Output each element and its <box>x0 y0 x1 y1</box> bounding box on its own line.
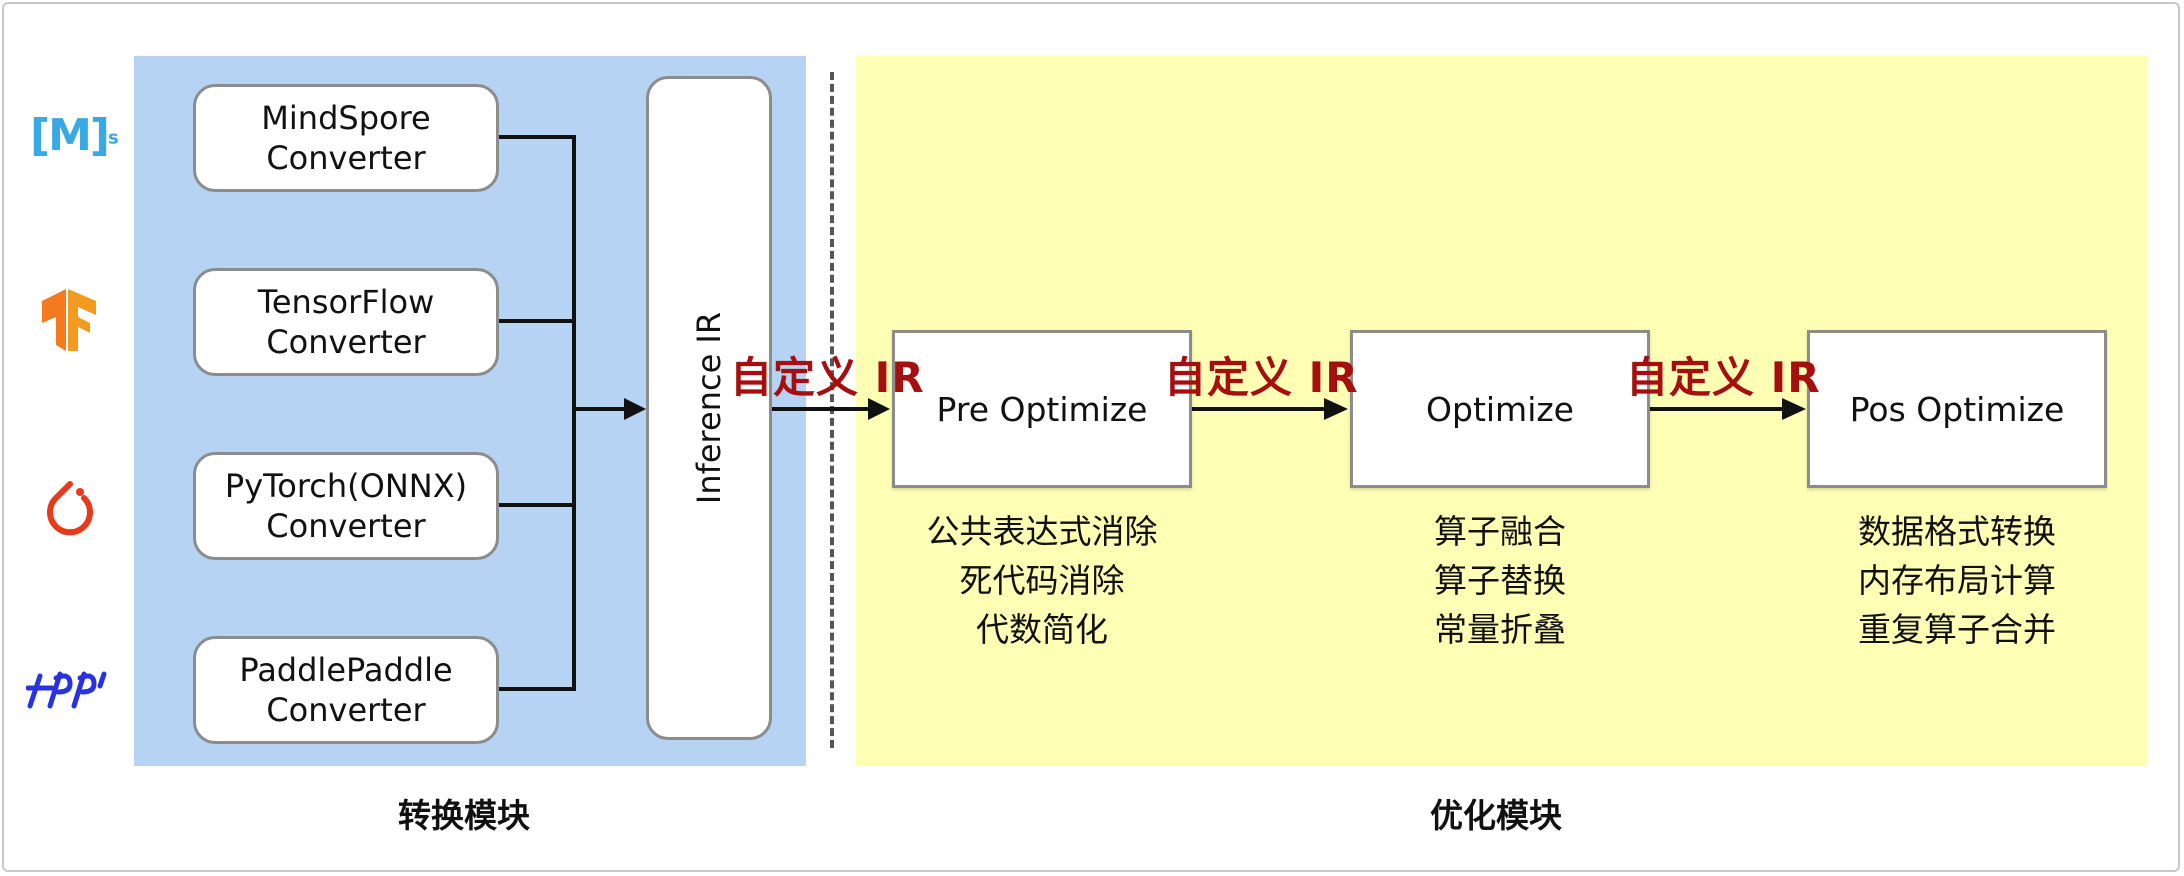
pos-optimize-item: 内存布局计算 <box>1858 561 2056 600</box>
optimize-item: 算子替换 <box>1434 561 1566 600</box>
optimize-box: Optimize <box>1350 330 1650 488</box>
pre-optimize-item: 公共表达式消除 <box>926 512 1158 551</box>
pre-optimize-box: Pre Optimize <box>892 330 1192 488</box>
paddlepaddle-logo-icon <box>25 662 116 716</box>
pos-optimize-item: 数据格式转换 <box>1858 512 2056 551</box>
pos-optimize-items: 数据格式转换 内存布局计算 重复算子合并 <box>1807 507 2107 654</box>
pre-optimize-items: 公共表达式消除 死代码消除 代数简化 <box>892 507 1192 654</box>
pytorch-converter-box: PyTorch(ONNX) Converter <box>193 452 499 560</box>
custom-ir-label: 自定义 IR <box>730 353 925 402</box>
optimize-item: 常量折叠 <box>1434 610 1566 649</box>
mindspore-converter-box: MindSpore Converter <box>193 84 499 192</box>
tensorflow-converter-box: TensorFlow Converter <box>193 268 499 376</box>
custom-ir-label: 自定义 IR <box>1164 353 1359 402</box>
conversion-module-caption: 转换模块 <box>398 796 530 835</box>
optimize-items: 算子融合 算子替换 常量折叠 <box>1350 507 1650 654</box>
pos-optimize-box: Pos Optimize <box>1807 330 2107 488</box>
pos-optimize-item: 重复算子合并 <box>1858 610 2056 649</box>
mindspore-logo-icon: [M]s <box>30 110 119 161</box>
optimize-item: 算子融合 <box>1434 512 1566 551</box>
custom-ir-label: 自定义 IR <box>1626 353 1821 402</box>
tensorflow-logo-icon <box>40 287 100 357</box>
optimization-module-caption: 优化模块 <box>1430 796 1562 835</box>
paddlepaddle-converter-box: PaddlePaddle Converter <box>193 636 499 744</box>
pre-optimize-item: 代数简化 <box>976 610 1108 649</box>
inference-ir-box <box>646 76 772 740</box>
pytorch-logo-icon <box>40 478 100 542</box>
pre-optimize-item: 死代码消除 <box>959 561 1125 600</box>
